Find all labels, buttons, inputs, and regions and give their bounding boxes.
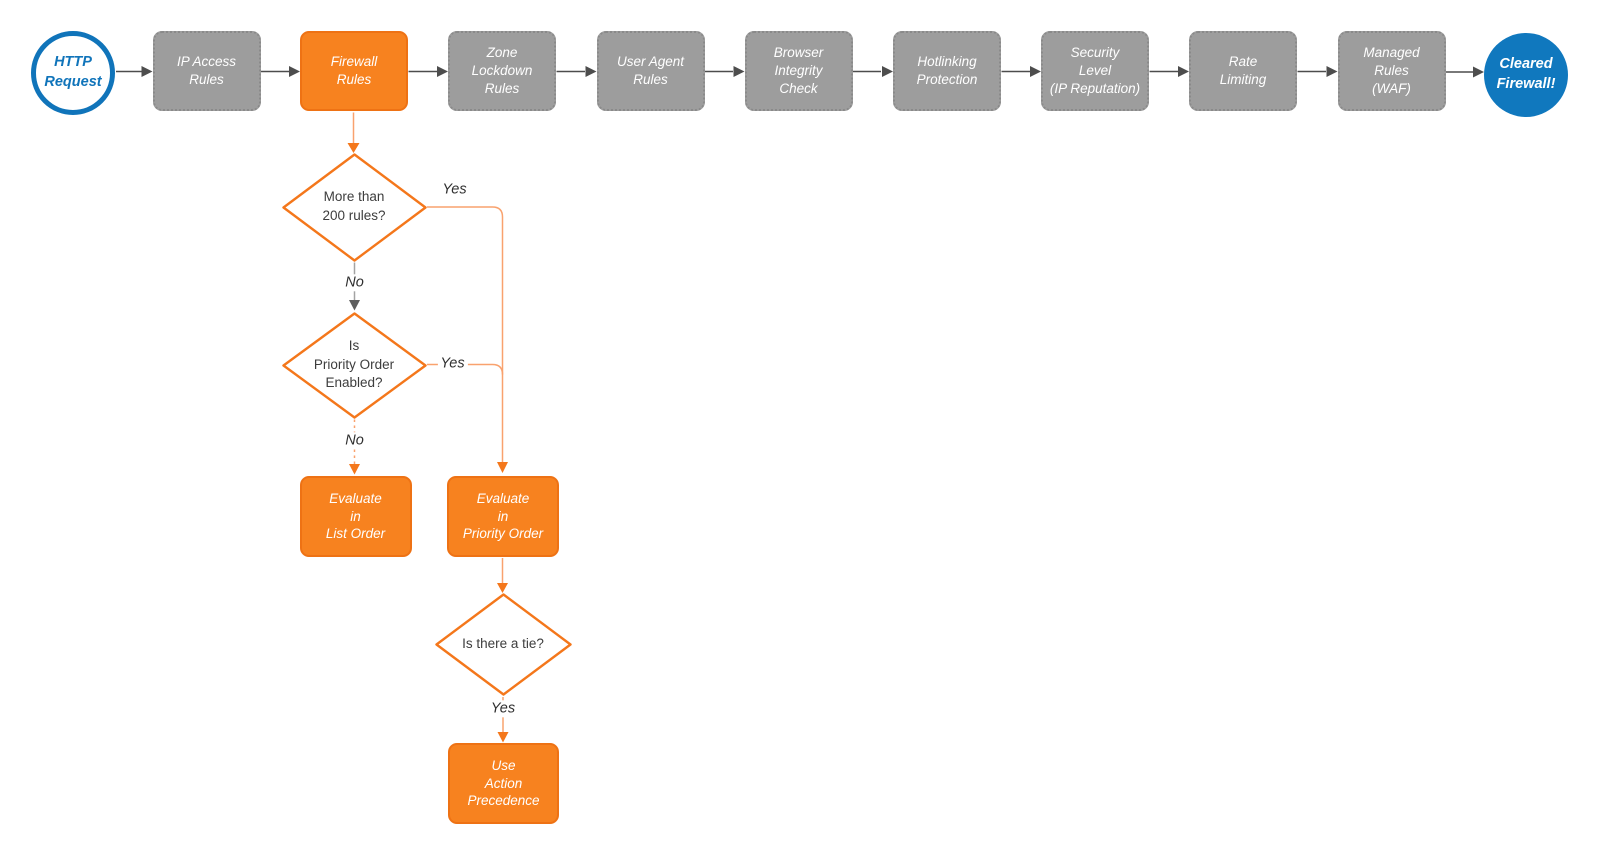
connector-firewall-to-decision1 (347, 112, 360, 153)
decision-priority-order-enabled-label: Is Priority Order Enabled? (313, 337, 395, 391)
node-firewall-rules-label: Firewall Rules (330, 54, 378, 87)
decision-is-there-a-tie-label: Is there a tie? (462, 636, 544, 652)
arrow-zone-lockdown-to-user-agent (556, 66, 597, 77)
node-security-level-label: Security Level (IP Reputation) (1049, 45, 1141, 96)
node-http-request: HTTP Request (31, 31, 115, 115)
edge-label-decision2-yes: Yes (437, 354, 468, 373)
arrow-security-level-to-rate-limiting (1149, 66, 1189, 77)
decision-is-there-a-tie: Is there a tie? (434, 593, 572, 696)
action-use-action-precedence: Use Action Precedence (448, 743, 559, 824)
arrow-firewall-to-zone-lockdown (408, 66, 448, 77)
action-evaluate-list-order: Evaluate in List Order (299, 476, 412, 557)
edge-label-decision2-no: No (342, 431, 367, 450)
connector-decision1-yes-to-priority-order (427, 206, 508, 473)
arrow-user-agent-to-browser-integrity (704, 66, 745, 77)
node-cleared-firewall-label: Cleared Firewall! (1496, 56, 1556, 92)
main-flow-arrows (116, 66, 1484, 78)
edge-label-decision3-yes: Yes (487, 700, 519, 718)
node-zone-lockdown-rules: Zone Lockdown Rules (448, 31, 556, 111)
action-evaluate-priority-order: Evaluate in Priority Order (447, 476, 559, 557)
node-cleared-firewall: Cleared Firewall! (1484, 33, 1568, 117)
edge-label-decision1-yes: Yes (439, 181, 470, 199)
arrow-browser-integrity-to-hotlinking (853, 66, 893, 77)
node-firewall-rules: Firewall Rules (300, 31, 408, 111)
diamond-shape (281, 311, 427, 419)
arrow-rate-limiting-to-managed-rules (1297, 66, 1338, 77)
connector-priority-order-to-decision3 (497, 558, 508, 593)
node-ip-access-rules-label: IP Access Rules (176, 54, 237, 87)
connector-decision2-yes-join (427, 363, 504, 375)
node-http-request-label: HTTP Request (44, 54, 102, 90)
node-hotlinking-protection: Hotlinking Protection (893, 31, 1001, 111)
decision-more-than-200-rules-label: More than 200 rules? (322, 189, 386, 223)
arrow-ip-access-to-firewall (261, 66, 300, 77)
node-zone-lockdown-rules-label: Zone Lockdown Rules (471, 45, 533, 96)
node-user-agent-rules: User Agent Rules (596, 31, 705, 111)
action-use-action-precedence-label: Use Action Precedence (467, 757, 540, 809)
action-evaluate-priority-order-label: Evaluate in Priority Order (462, 490, 544, 542)
node-rate-limiting: Rate Limiting (1189, 31, 1297, 111)
arrow-managed-rules-to-end (1446, 66, 1484, 78)
decision-priority-order-enabled: Is Priority Order Enabled? (281, 311, 427, 419)
connector-decision2-no-to-list-order (349, 419, 360, 475)
node-ip-access-rules: IP Access Rules (152, 31, 261, 111)
arrow-hotlinking-to-security-level (1001, 66, 1041, 77)
decision-more-than-200-rules: More than 200 rules? (281, 152, 427, 262)
node-managed-rules-waf: Managed Rules (WAF) (1337, 31, 1446, 111)
node-browser-integrity-check: Browser Integrity Check (744, 31, 853, 111)
node-browser-integrity-check-label: Browser Integrity Check (773, 45, 824, 96)
node-hotlinking-protection-label: Hotlinking Protection (916, 54, 978, 87)
node-security-level: Security Level (IP Reputation) (1041, 31, 1149, 111)
node-user-agent-rules-label: User Agent Rules (616, 54, 685, 87)
action-evaluate-list-order-label: Evaluate in List Order (325, 490, 386, 542)
diamond-shape (281, 152, 427, 262)
arrow-start-to-ip-access (116, 66, 153, 77)
node-managed-rules-waf-label: Managed Rules (WAF) (1363, 45, 1420, 96)
diamond-shape (434, 593, 572, 696)
node-rate-limiting-label: Rate Limiting (1219, 54, 1267, 87)
edge-label-decision1-no: No (342, 274, 367, 292)
